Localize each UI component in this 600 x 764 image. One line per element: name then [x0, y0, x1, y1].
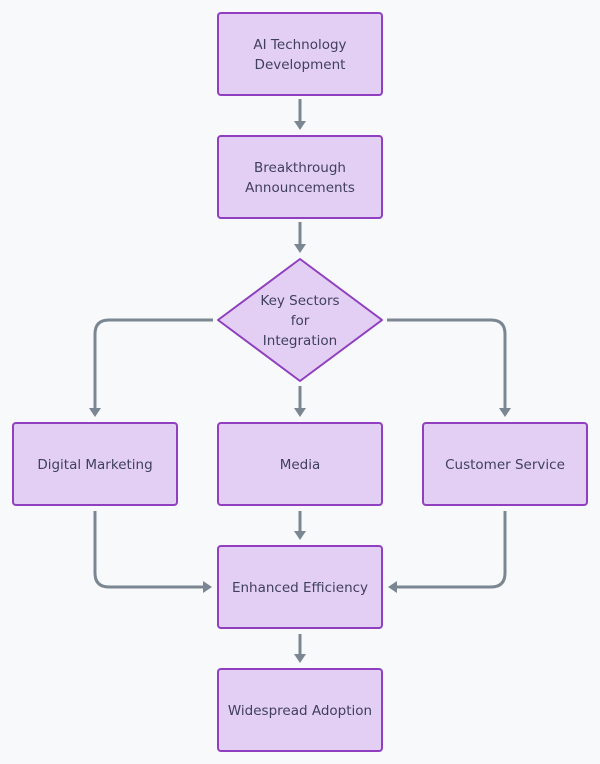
node-label: Enhanced Efficiency [232, 580, 368, 596]
node-label: Announcements [245, 180, 355, 196]
edge-line [93, 318, 213, 410]
node-label: for [291, 313, 310, 329]
node-label: Media [280, 457, 321, 473]
process-box [217, 422, 383, 506]
edges-layer [89, 99, 511, 663]
decision-diamond [217, 258, 383, 382]
process-box [217, 135, 383, 219]
edge-customer_service-to-enhanced_efficiency [388, 511, 507, 593]
process-box [12, 422, 178, 506]
node-label: Integration [263, 333, 337, 349]
process-box [217, 12, 383, 96]
arrowhead-icon [294, 408, 306, 417]
node-enhanced-efficiency[interactable]: Enhanced Efficiency [217, 545, 383, 629]
edge-digital_marketing-to-enhanced_efficiency [93, 511, 212, 593]
edge-line [387, 318, 507, 410]
node-label: Key Sectors [260, 293, 339, 309]
nodes-layer: AI TechnologyDevelopmentBreakthroughAnno… [12, 12, 588, 752]
arrowhead-icon [294, 654, 306, 663]
node-label: Digital Marketing [37, 457, 152, 473]
edge-key_sectors-to-digital_marketing [89, 318, 213, 417]
edge-media-to-enhanced_efficiency [294, 511, 306, 540]
edge-enhanced_efficiency-to-widespread_adoption [294, 634, 306, 663]
edge-ai_dev-to-breakthrough [294, 99, 306, 130]
edge-key_sectors-to-customer_service [387, 318, 511, 417]
process-box [422, 422, 588, 506]
node-label: Customer Service [445, 457, 565, 473]
node-customer-service[interactable]: Customer Service [422, 422, 588, 506]
arrowhead-icon [388, 581, 397, 593]
node-label: Development [255, 57, 346, 73]
edge-line [395, 511, 507, 589]
arrowhead-icon [294, 121, 306, 130]
node-media[interactable]: Media [217, 422, 383, 506]
arrowhead-icon [203, 581, 212, 593]
node-label: Widespread Adoption [228, 703, 372, 719]
node-label: AI Technology [253, 37, 346, 53]
edge-line [93, 511, 205, 589]
process-box [217, 668, 383, 752]
arrowhead-icon [499, 408, 511, 417]
node-widespread-adoption[interactable]: Widespread Adoption [217, 668, 383, 752]
arrowhead-icon [89, 408, 101, 417]
edge-key_sectors-to-media [294, 386, 306, 417]
arrowhead-icon [294, 244, 306, 253]
node-digital-marketing[interactable]: Digital Marketing [12, 422, 178, 506]
edge-breakthrough-to-key_sectors [294, 222, 306, 253]
arrowhead-icon [294, 531, 306, 540]
process-box [217, 545, 383, 629]
node-label: Breakthrough [254, 160, 346, 176]
